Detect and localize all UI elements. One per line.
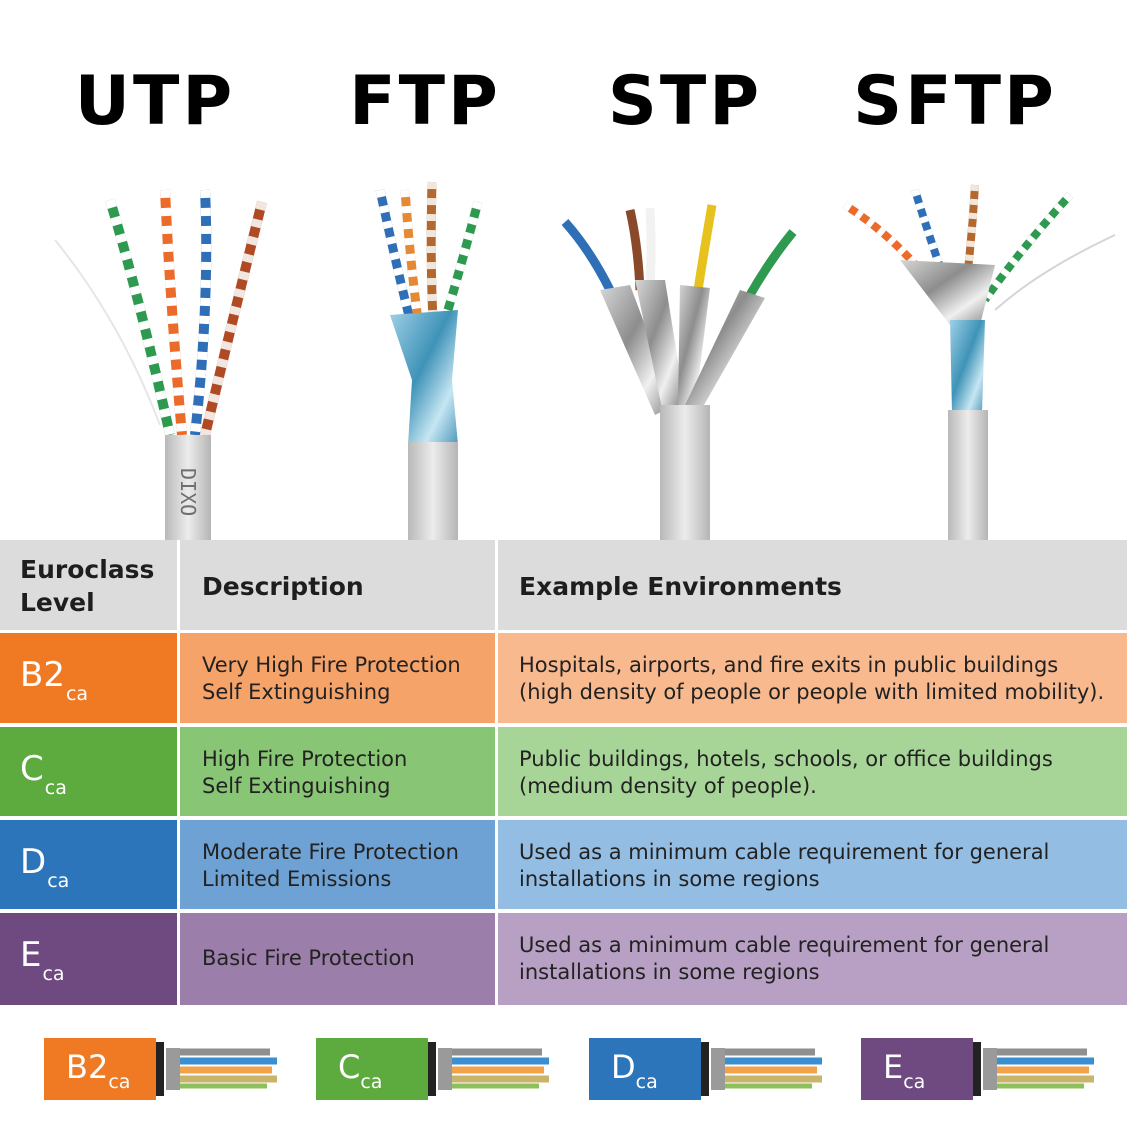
badge-box: Eca bbox=[861, 1038, 973, 1100]
environment-line1: Hospitals, airports, and fire exits in p… bbox=[519, 653, 1059, 677]
level-sub: ca bbox=[44, 777, 67, 799]
level-sub: ca bbox=[47, 870, 70, 892]
header-level-line2: Level bbox=[20, 588, 95, 617]
euroclass-table: Euroclass Level Description Example Envi… bbox=[0, 540, 1127, 1006]
description-line1: High Fire Protection bbox=[202, 747, 408, 771]
description-cell: High Fire Protection Self Extinguishing bbox=[180, 727, 495, 816]
cable-end-icon bbox=[701, 1042, 822, 1096]
badge-sub: ca bbox=[635, 1071, 658, 1093]
level-sub: ca bbox=[42, 963, 65, 985]
description-line1: Moderate Fire Protection bbox=[202, 840, 459, 864]
description-line2: Self Extinguishing bbox=[202, 774, 391, 798]
description-line2: Self Extinguishing bbox=[202, 680, 391, 704]
environment-line1: Used as a minimum cable requirement for … bbox=[519, 933, 1050, 957]
level-sub: ca bbox=[65, 683, 89, 705]
environment-line2: installations in some regions bbox=[519, 867, 820, 891]
level-cell: B2ca bbox=[0, 633, 177, 723]
environment-cell: Used as a minimum cable requirement for … bbox=[498, 913, 1127, 1005]
title-ftp: FTP bbox=[349, 62, 501, 141]
table-header-row: Euroclass Level Description Example Envi… bbox=[0, 540, 1127, 630]
environment-cell: Used as a minimum cable requirement for … bbox=[498, 820, 1127, 909]
level-main: D bbox=[20, 842, 47, 882]
cable-end-icon bbox=[428, 1042, 549, 1096]
table-row-dca: Dca Moderate Fire Protection Limited Emi… bbox=[0, 820, 1127, 909]
sftp-cable-image bbox=[842, 184, 1116, 540]
description-line1: Very High Fire Protection bbox=[202, 653, 461, 677]
header-environments: Example Environments bbox=[519, 572, 842, 601]
badge-main: E bbox=[883, 1048, 904, 1086]
level-main: E bbox=[20, 935, 42, 975]
environment-line2: (high density of people or people with l… bbox=[519, 680, 1105, 704]
utp-cable-image: DIXO bbox=[54, 189, 267, 540]
description-line2: Limited Emissions bbox=[202, 867, 392, 891]
environment-line2: installations in some regions bbox=[519, 960, 820, 984]
environment-line1: Public buildings, hotels, schools, or of… bbox=[519, 747, 1053, 771]
level-main: B2 bbox=[20, 655, 65, 695]
stp-cable-image bbox=[561, 204, 797, 540]
description-cell: Very High Fire Protection Self Extinguis… bbox=[180, 633, 495, 723]
header-level-line1: Euroclass bbox=[20, 555, 155, 584]
header-description: Description bbox=[202, 572, 364, 601]
badge-box: B2ca bbox=[44, 1038, 156, 1100]
table-row-cca: Cca High Fire Protection Self Extinguish… bbox=[0, 727, 1127, 816]
level-cell: Eca bbox=[0, 913, 177, 1005]
description-line1: Basic Fire Protection bbox=[202, 946, 415, 970]
badge-main: D bbox=[611, 1048, 636, 1086]
header-cell-description: Description bbox=[180, 540, 495, 630]
header-cell-environments: Example Environments bbox=[498, 540, 1127, 630]
environment-cell: Public buildings, hotels, schools, or of… bbox=[498, 727, 1127, 816]
environment-cell: Hospitals, airports, and fire exits in p… bbox=[498, 633, 1127, 723]
badge-box: Cca bbox=[316, 1038, 428, 1100]
cable-illustrations: DIXO bbox=[54, 181, 1116, 540]
badge-box: Dca bbox=[589, 1038, 701, 1100]
table-row-b2ca: B2ca Very High Fire Protection Self Exti… bbox=[0, 633, 1127, 723]
environment-line1: Used as a minimum cable requirement for … bbox=[519, 840, 1050, 864]
title-utp: UTP bbox=[74, 62, 236, 141]
badge-main: B2 bbox=[66, 1048, 109, 1086]
table-row-eca: Eca Basic Fire Protection Used as a mini… bbox=[0, 913, 1127, 1005]
description-cell: Moderate Fire Protection Limited Emissio… bbox=[180, 820, 495, 909]
badge-sub: ca bbox=[360, 1071, 383, 1093]
badge-main: C bbox=[338, 1048, 361, 1086]
cable-end-icon bbox=[973, 1042, 1094, 1096]
level-main: C bbox=[20, 749, 44, 789]
cable-end-icon bbox=[156, 1042, 277, 1096]
title-stp: STP bbox=[607, 62, 763, 141]
level-cell: Dca bbox=[0, 820, 177, 909]
title-sftp: SFTP bbox=[853, 62, 1057, 141]
ftp-cable-image bbox=[375, 181, 483, 540]
header-cell-level: Euroclass Level bbox=[0, 540, 177, 630]
badge-sub: ca bbox=[108, 1071, 131, 1093]
utp-cable-print: DIXO bbox=[176, 468, 200, 516]
badge-sub: ca bbox=[903, 1071, 926, 1093]
environment-line2: (medium density of people). bbox=[519, 774, 817, 798]
description-cell: Basic Fire Protection bbox=[180, 913, 495, 1005]
level-cell: Cca bbox=[0, 727, 177, 816]
